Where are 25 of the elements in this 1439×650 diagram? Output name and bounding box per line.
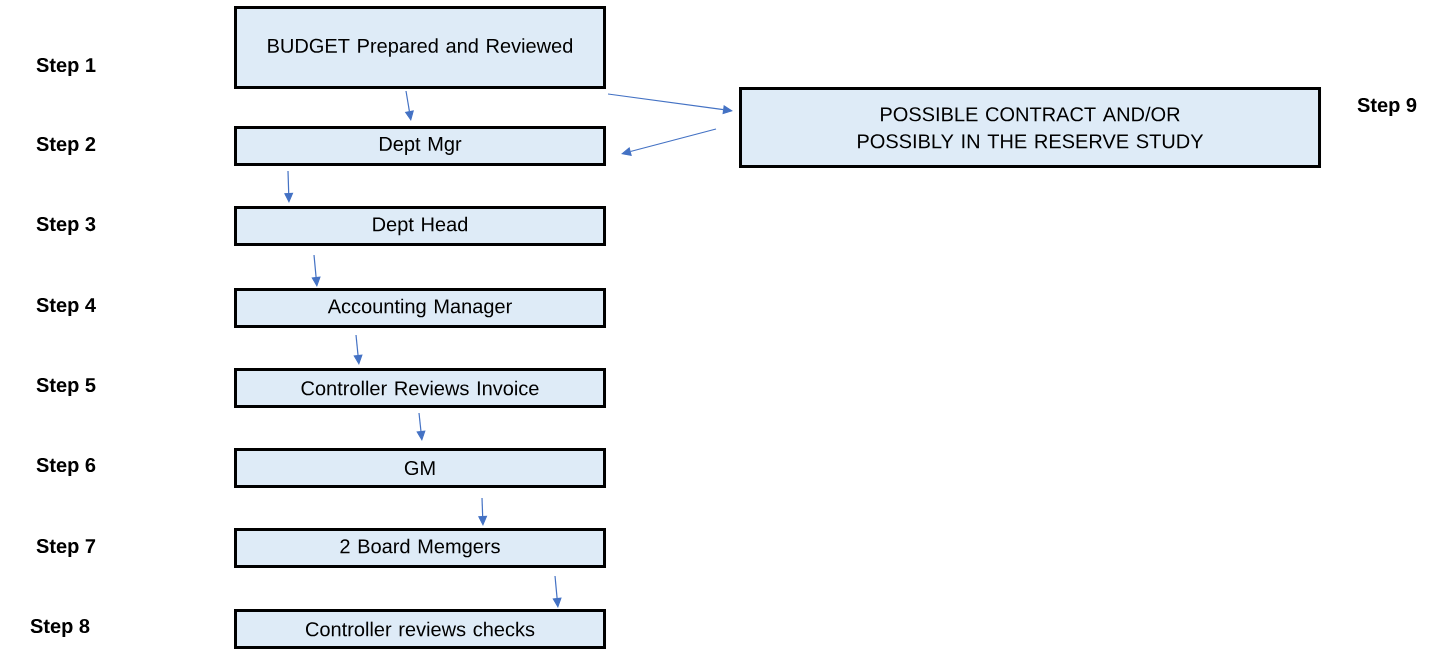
process-box: GM — [234, 448, 606, 488]
step-label: Step 3 — [36, 216, 96, 236]
step-label: Step 1 — [36, 57, 96, 77]
arrow — [284, 170, 294, 203]
arrow — [478, 497, 488, 526]
process-box: Accounting Manager — [234, 288, 606, 328]
step-label: Step 7 — [36, 538, 96, 558]
process-box: POSSIBLE CONTRACT AND/OR POSSIBLY IN THE RESERVE STUDY — [739, 87, 1321, 168]
arrow — [311, 254, 321, 287]
step-label: Step 8 — [30, 618, 90, 638]
step-label: Step 4 — [36, 297, 96, 317]
process-box: BUDGET Prepared and Reviewed — [234, 6, 606, 89]
step-label: Step 6 — [36, 457, 96, 477]
process-box: 2 Board Memgers — [234, 528, 606, 568]
arrow — [552, 575, 562, 608]
arrow — [416, 412, 426, 441]
step-label: Step 5 — [36, 377, 96, 397]
step-label: Step 2 — [36, 136, 96, 156]
step-label: Step 9 — [1357, 97, 1417, 117]
arrow — [621, 128, 717, 156]
arrow — [353, 334, 363, 365]
process-box: Controller Reviews Invoice — [234, 368, 606, 408]
process-box: Controller reviews checks — [234, 609, 606, 649]
process-box: Dept Mgr — [234, 126, 606, 166]
process-box: Dept Head — [234, 206, 606, 246]
